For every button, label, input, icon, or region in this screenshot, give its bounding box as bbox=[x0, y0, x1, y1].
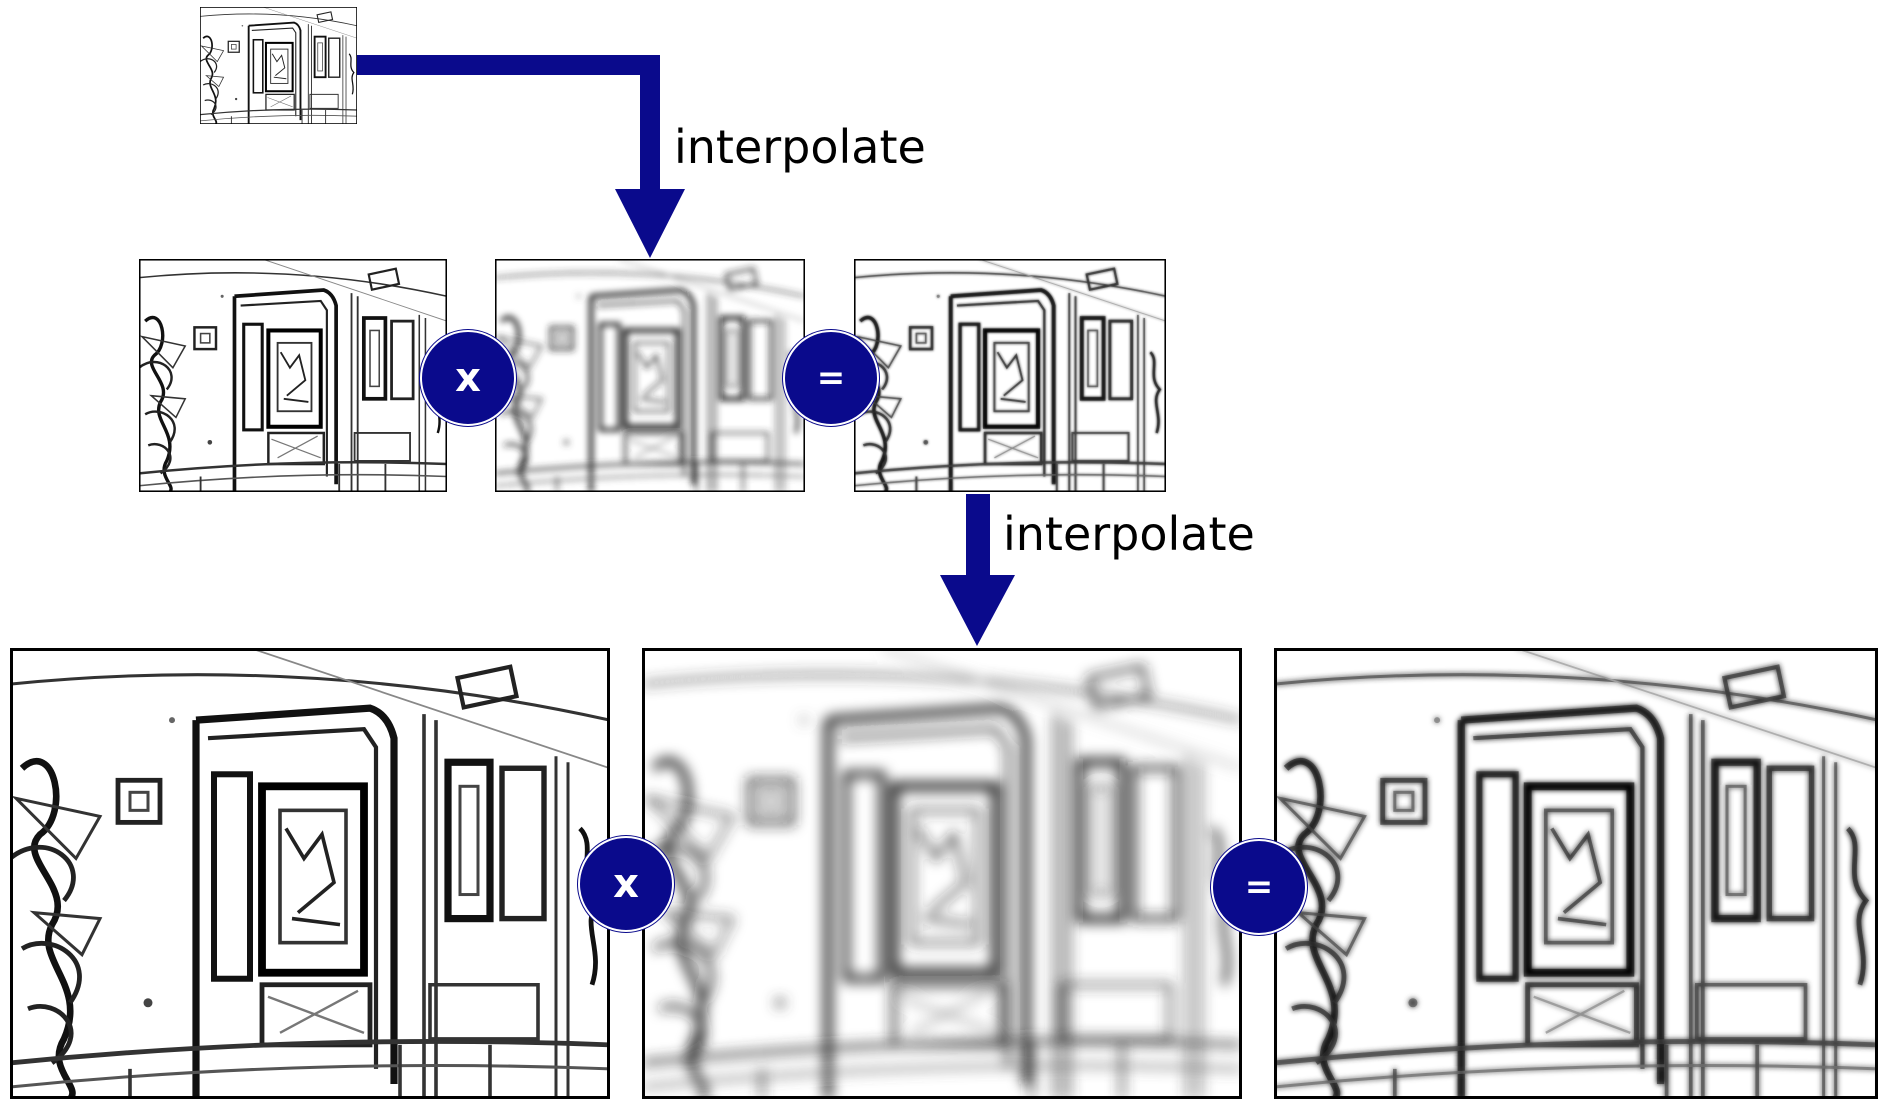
row2-equals-operator: = bbox=[1211, 839, 1307, 935]
row2-product-map-image bbox=[1274, 648, 1878, 1099]
row1-multiply-operator: x bbox=[420, 330, 516, 426]
top-interpolate-arrow bbox=[357, 55, 685, 258]
row1-product-map-image bbox=[854, 259, 1166, 492]
interpolate-label-bottom: interpolate bbox=[1003, 507, 1255, 561]
bottom-interpolate-arrow bbox=[940, 494, 1015, 646]
row2-edge-map-image bbox=[10, 648, 610, 1099]
row1-edge-map-image bbox=[139, 259, 447, 492]
coarse-edge-map-image bbox=[200, 7, 357, 124]
row1-equals-operator: = bbox=[783, 330, 879, 426]
row2-multiply-operator: x bbox=[578, 836, 674, 932]
row2-interpolated-map-image bbox=[642, 648, 1242, 1099]
interpolate-label-top: interpolate bbox=[674, 120, 926, 174]
row1-interpolated-map-image bbox=[495, 259, 805, 492]
